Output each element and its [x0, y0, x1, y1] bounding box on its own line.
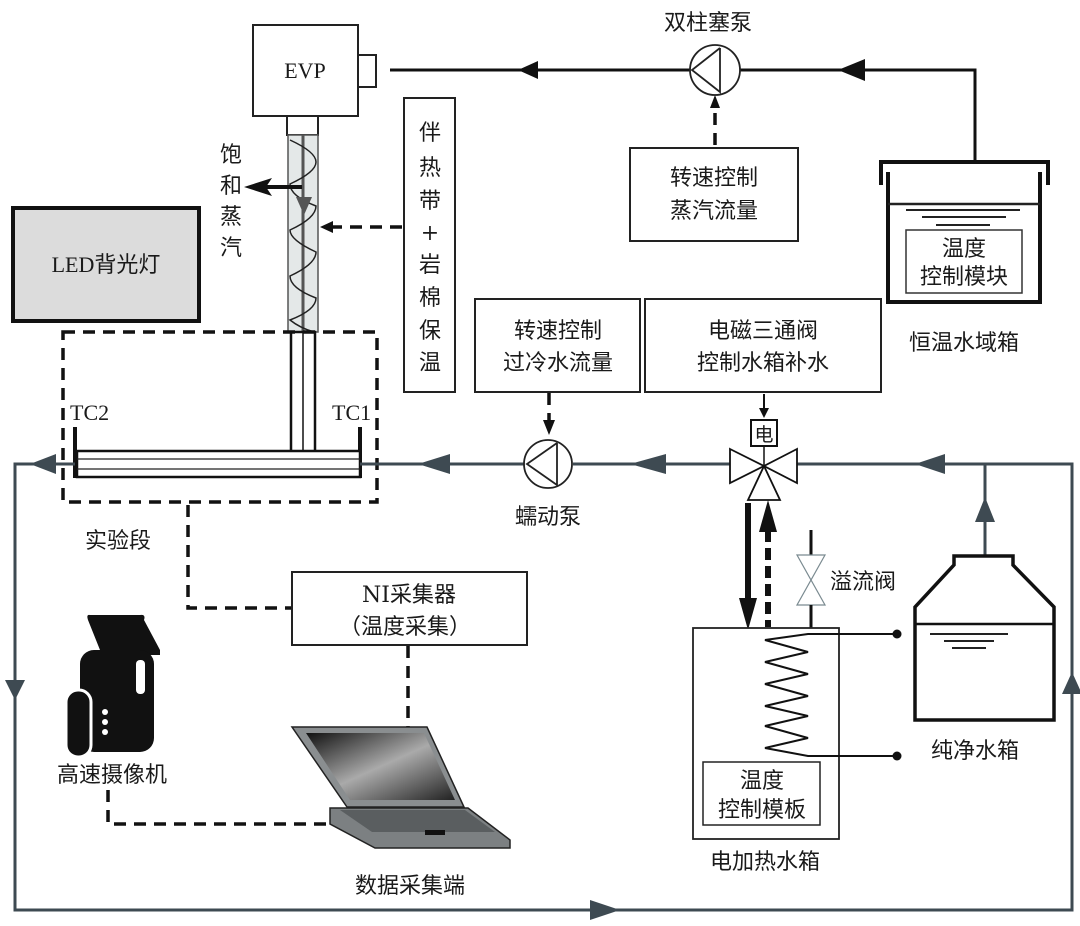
solenoid-symbol: 电 — [754, 424, 773, 446]
water-loop — [5, 454, 1080, 920]
heat-tape-char: 岩 — [419, 253, 441, 278]
heat-tape-char: 带 — [419, 189, 441, 214]
saturated-steam-char: 汽 — [220, 236, 242, 261]
pure-water-tank: 纯净水箱 — [913, 554, 1056, 764]
flow-arrow-icon — [1062, 672, 1080, 694]
electric-heater-tank-label: 电加热水箱 — [710, 850, 820, 875]
test-section-label: 实验段 — [85, 529, 151, 554]
heater-module-line2: 控制模板 — [718, 798, 806, 823]
flow-arrow-icon — [418, 454, 450, 474]
dual-plunger-pump-label: 双柱塞泵 — [664, 11, 752, 36]
evp-label: EVP — [284, 58, 326, 83]
saturated-steam-char: 蒸 — [220, 205, 242, 230]
overflow-valve: 溢流阀 — [795, 530, 896, 628]
high-speed-camera-label: 高速摄像机 — [57, 763, 167, 788]
ni-daq-line1: NI采集器 — [362, 583, 456, 608]
peristaltic-pump-label: 蠕动泵 — [515, 505, 581, 530]
overflow-valve-label: 溢流阀 — [830, 570, 896, 595]
subcooled-flow-control-line1: 转速控制 — [514, 319, 602, 344]
constant-temp-bath-label: 恒温水域箱 — [909, 331, 1019, 356]
steam-flow-control-line1: 转速控制 — [670, 166, 758, 191]
flow-arrow-icon — [30, 454, 56, 474]
saturated-steam-char: 饱 — [220, 143, 242, 168]
flow-arrow-icon — [915, 454, 945, 474]
heat-tape-char: 热 — [419, 156, 441, 181]
peristaltic-pump: 蠕动泵 — [515, 439, 581, 530]
pure-water-tank-label: 纯净水箱 — [931, 739, 1019, 764]
solenoid-control-line1: 电磁三通阀 — [708, 319, 818, 344]
test-section-boundary — [61, 330, 379, 504]
solenoid-control-line2: 控制水箱补水 — [697, 351, 829, 376]
subcooled-flow-control-line2: 过冷水流量 — [503, 351, 613, 376]
steam-flow-control-line2: 蒸汽流量 — [670, 199, 758, 224]
steam-flow-control-box: 转速控制 蒸汽流量 — [629, 147, 799, 242]
laptop-icon — [290, 726, 511, 849]
flow-arrow-icon — [630, 454, 666, 474]
steam-supply-line — [390, 59, 977, 160]
heat-tape-char: 棉 — [419, 286, 441, 311]
tc1-label: TC1 — [332, 400, 371, 425]
flow-arrow-icon — [5, 680, 25, 700]
tc2-label: TC2 — [70, 400, 109, 425]
heat-tape-char: 保 — [419, 319, 441, 344]
flow-arrow-icon — [838, 59, 865, 81]
data-terminal-label: 数据采集端 — [355, 874, 465, 899]
arrow-left-icon — [244, 178, 272, 196]
dual-plunger-pump: 双柱塞泵 — [664, 11, 752, 96]
bath-module-line1: 温度 — [942, 237, 986, 262]
bath-module-line2: 控制模块 — [920, 265, 1008, 290]
pump-icon — [523, 439, 573, 489]
flow-arrow-icon — [518, 61, 538, 79]
test-section-tube — [73, 427, 362, 479]
solenoid-valve-control-box: 电磁三通阀 控制水箱补水 — [644, 298, 882, 393]
ni-daq-box: NI采集器 （温度采集） — [291, 571, 528, 646]
heat-tape-char: + — [421, 221, 439, 246]
heat-tape-insulation-box: 伴 热 带 + 岩 棉 保 温 — [403, 97, 456, 393]
constant-temp-bath: 温度 控制模块 恒温水域箱 — [879, 160, 1050, 356]
heat-tape-char: 伴 — [419, 121, 441, 146]
led-backlight-label: LED背光灯 — [52, 252, 161, 277]
steam-tube — [287, 134, 319, 454]
heat-tape-char: 温 — [419, 351, 441, 376]
flow-arrow-icon — [975, 497, 995, 522]
high-speed-camera-icon — [64, 614, 160, 759]
heating-coil — [764, 633, 897, 757]
ni-daq-line2: （温度采集） — [339, 615, 471, 640]
saturated-steam-annotation: 饱 和 蒸 汽 — [220, 143, 302, 261]
evp-unit: EVP — [252, 24, 377, 136]
saturated-steam-char: 和 — [220, 174, 242, 199]
heater-module-line1: 温度 — [740, 769, 784, 794]
led-backlight: LED背光灯 — [11, 206, 201, 323]
subcooled-flow-control-box: 转速控制 过冷水流量 — [474, 298, 641, 393]
flow-arrow-icon — [590, 900, 620, 920]
electric-heater-tank: 温度 控制模板 电加热水箱 — [692, 627, 902, 875]
three-way-solenoid-valve: 电 — [729, 419, 798, 501]
